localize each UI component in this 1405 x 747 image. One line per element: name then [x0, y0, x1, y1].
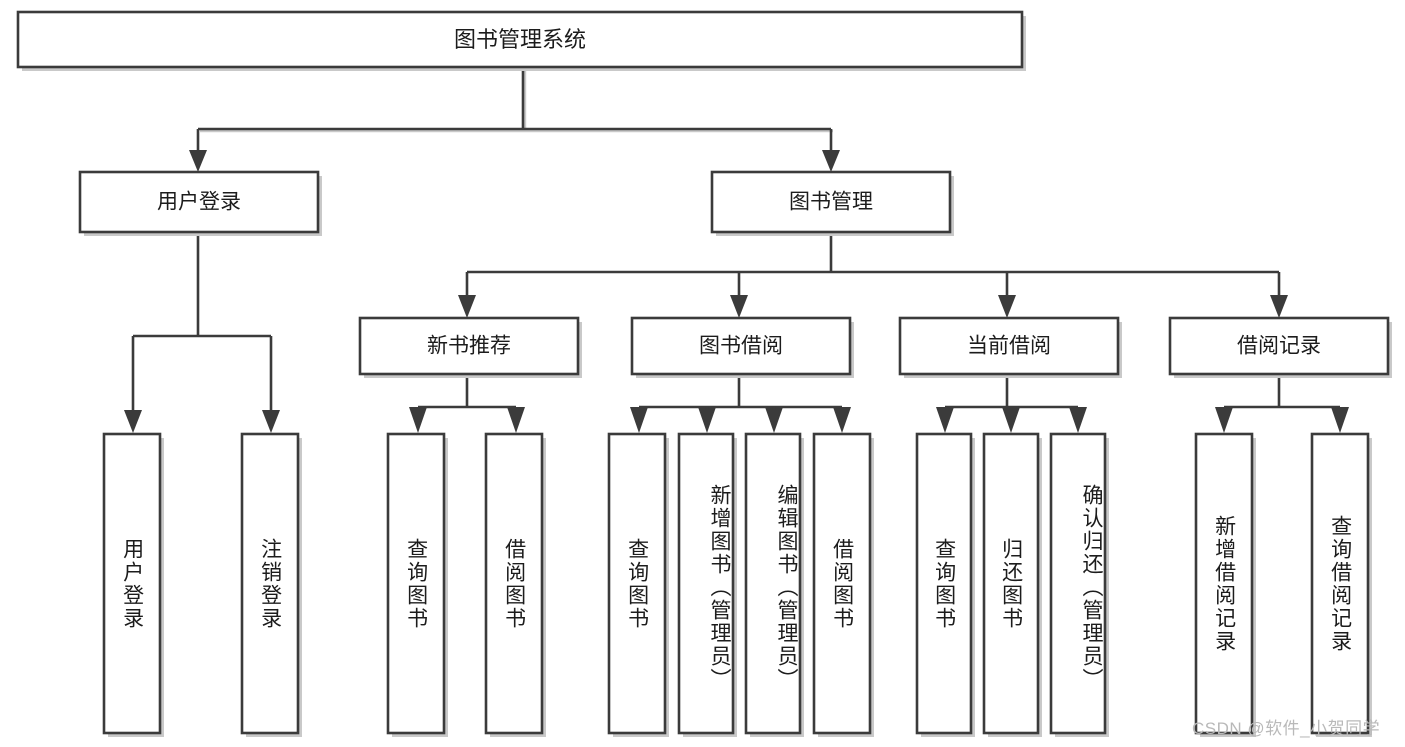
node-current-borrow-box [898, 316, 1120, 376]
leaf-new-book-2-box [484, 432, 544, 735]
arrow-leaf-bb-2 [698, 407, 716, 433]
leaf-borrow-records-2-box [1310, 432, 1370, 735]
node-book-borrow[interactable]: 图书借阅 [630, 316, 854, 378]
node-root-system-box [16, 10, 1024, 69]
leaf-book-borrow-4[interactable] [812, 432, 874, 737]
node-borrow-records-label: 借阅记录 [1237, 335, 1321, 358]
connector-layer [124, 68, 1349, 433]
node-new-book-recommend-box [358, 316, 580, 376]
leaf-new-book-1[interactable] [386, 432, 448, 737]
node-user-login-box [78, 170, 320, 234]
leaf-book-borrow-1-box [607, 432, 667, 735]
leaf-user-login-1-box [102, 432, 162, 735]
arrow-leaf-user-login-2 [262, 410, 280, 433]
leaf-new-book-1-box [386, 432, 446, 735]
node-new-book-recommend[interactable]: 新书推荐 [358, 316, 582, 378]
leaf-book-borrow-2-box [677, 432, 735, 735]
leaf-borrow-records-1[interactable] [1194, 432, 1256, 737]
node-user-login[interactable]: 用户登录 [78, 170, 322, 236]
node-book-management-label: 图书管理 [789, 191, 873, 214]
leaf-user-login-2-box [240, 432, 300, 735]
node-root-system-label: 图书管理系统 [454, 27, 586, 52]
watermark-text: CSDN @软件_小贺同学 [1192, 719, 1381, 738]
arrow-new-book [458, 295, 476, 318]
node-book-borrow-box [630, 316, 852, 376]
leaf-book-borrow-4-box [812, 432, 872, 735]
arrow-leaf-br-1 [1215, 407, 1233, 433]
node-book-borrow-label: 图书借阅 [699, 335, 783, 358]
arrow-leaf-newbook-1 [409, 407, 427, 433]
arrow-leaf-cb-1 [936, 407, 954, 433]
arrow-leaf-bb-3 [765, 407, 783, 433]
node-new-book-recommend-label: 新书推荐 [427, 335, 511, 358]
node-borrow-records-box [1168, 316, 1390, 376]
arrow-current-borrow [998, 295, 1016, 318]
leaf-borrow-records-2[interactable] [1310, 432, 1372, 737]
arrow-leaf-br-2 [1331, 407, 1349, 433]
node-book-management-box [710, 170, 952, 234]
leaf-new-book-2[interactable] [484, 432, 546, 737]
leaf-current-borrow-1-box [915, 432, 973, 735]
arrow-leaf-user-login-1 [124, 410, 142, 433]
leaf-book-borrow-3-box [744, 432, 802, 735]
leaf-current-borrow-2-box [982, 432, 1040, 735]
leaf-current-borrow-3[interactable] [1049, 432, 1109, 737]
leaf-book-borrow-2[interactable] [677, 432, 737, 737]
leaf-current-borrow-3-box [1049, 432, 1107, 735]
leaf-current-borrow-2[interactable] [982, 432, 1042, 737]
arrow-leaf-cb-3 [1069, 407, 1087, 433]
node-current-borrow[interactable]: 当前借阅 [898, 316, 1122, 378]
leaf-book-borrow-3[interactable] [744, 432, 804, 737]
node-borrow-records[interactable]: 借阅记录 [1168, 316, 1392, 378]
node-user-login-label: 用户登录 [157, 191, 241, 214]
leaf-user-login-1[interactable] [102, 432, 164, 737]
leaf-user-login-2[interactable] [240, 432, 302, 737]
leaf-borrow-records-1-box [1194, 432, 1254, 735]
node-root-system[interactable]: 图书管理系统 [16, 10, 1026, 71]
arrow-book-mgmt [822, 150, 840, 172]
arrow-leaf-cb-2 [1002, 407, 1020, 433]
arrow-book-borrow [730, 295, 748, 318]
arrow-leaf-bb-4 [833, 407, 851, 433]
arrow-borrow-records [1270, 295, 1288, 318]
arrow-leaf-bb-1 [630, 407, 648, 433]
leaf-book-borrow-1[interactable] [607, 432, 669, 737]
arrow-user-login [189, 150, 207, 172]
node-current-borrow-label: 当前借阅 [967, 335, 1051, 358]
arrow-leaf-newbook-2 [507, 407, 525, 433]
leaf-current-borrow-1[interactable] [915, 432, 975, 737]
node-book-management[interactable]: 图书管理 [710, 170, 954, 236]
